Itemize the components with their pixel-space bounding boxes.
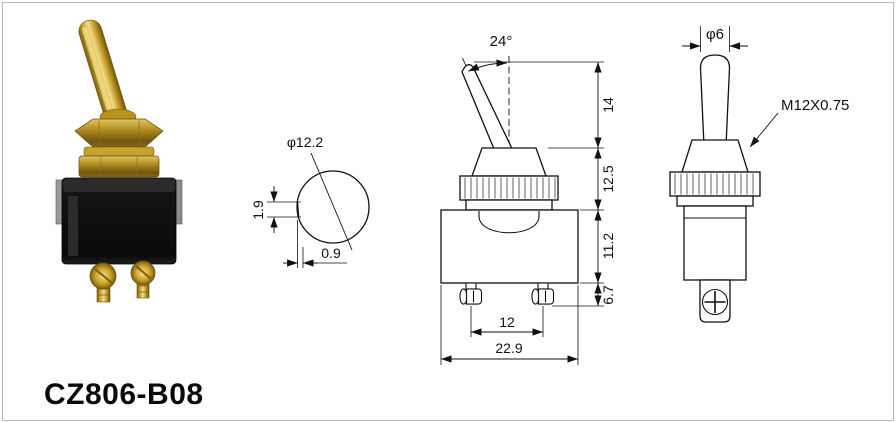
- top-notch-depth-label: 0.9: [321, 245, 341, 261]
- front-washer: [465, 199, 553, 211]
- side-screw-head: [701, 288, 729, 316]
- side-thread-label: M12X0.75: [781, 97, 849, 114]
- front-cap: [471, 147, 547, 177]
- photo-washer: [83, 146, 155, 157]
- top-diameter-label: φ12.2: [287, 134, 324, 150]
- front-terminal-spacing-label: 12: [499, 314, 515, 330]
- side-cap: [681, 139, 749, 173]
- front-body: [440, 209, 579, 284]
- front-overall-width-label: 22.9: [495, 340, 522, 356]
- front-angle-label: 24°: [490, 33, 513, 50]
- front-dim-14-label: 14: [600, 97, 616, 113]
- front-lever: [461, 63, 516, 163]
- front-view: [440, 56, 604, 365]
- top-view: [267, 152, 370, 268]
- front-dim-112-label: 11.2: [600, 233, 616, 259]
- side-body: [683, 205, 747, 281]
- front-terminal-left: [459, 282, 483, 305]
- photo-body: [61, 177, 177, 265]
- front-terminal-right: [531, 282, 555, 305]
- photo-hex-nut: [74, 118, 164, 148]
- side-lever-diameter-label: φ6: [706, 26, 724, 43]
- front-dim-67-label: 6.7: [600, 285, 616, 305]
- side-washer: [676, 195, 754, 207]
- side-view: [669, 26, 779, 323]
- front-dim-125-label: 12.5: [600, 165, 616, 192]
- side-lever: [699, 54, 731, 147]
- top-notch-height-label: 1.9: [250, 200, 266, 220]
- top-view-circle: [296, 170, 370, 244]
- switch-photo: [55, 19, 183, 303]
- photo-lower-nut: [78, 155, 160, 178]
- model-number: CZ806-B08: [44, 378, 204, 411]
